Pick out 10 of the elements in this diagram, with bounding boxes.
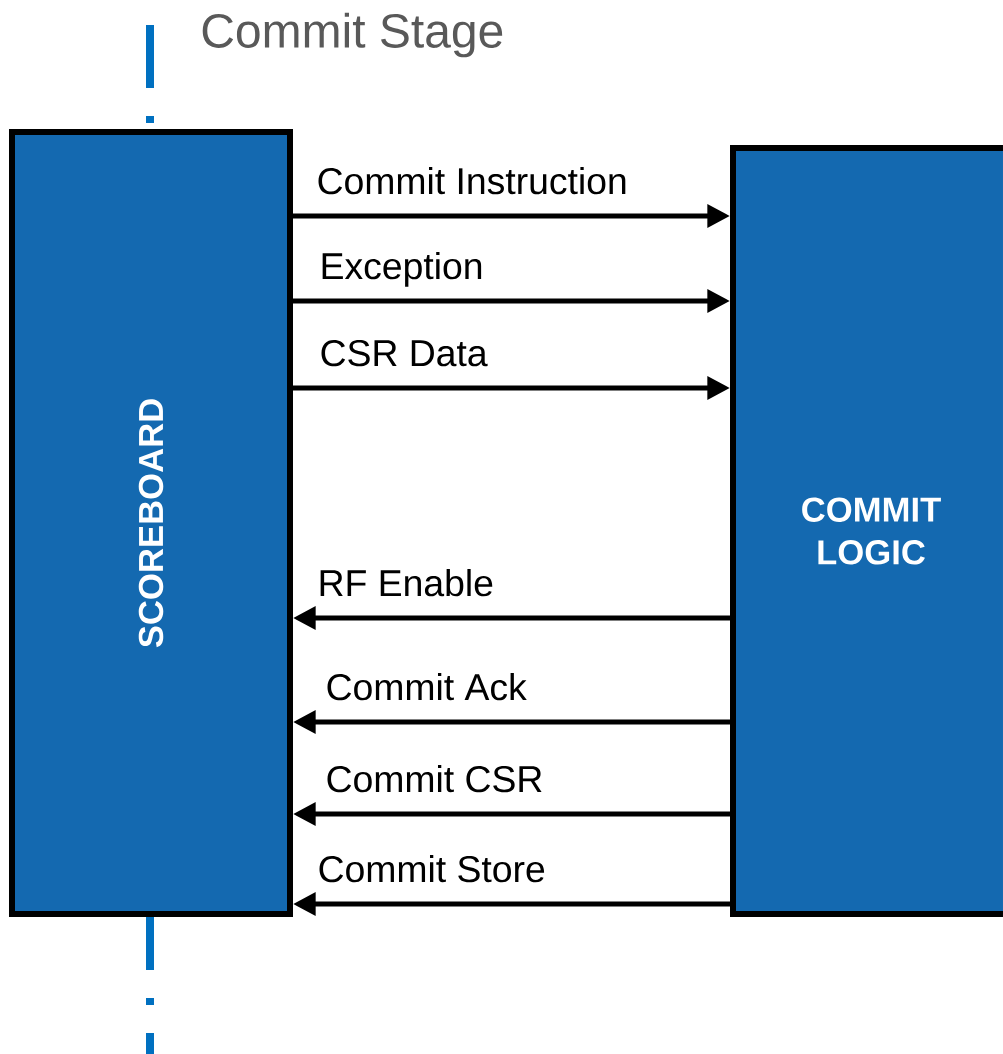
block-box: COMMIT LOGIC [730, 145, 1003, 917]
edge-label: Exception [318, 250, 485, 289]
edge-label: Commit CSR [324, 763, 545, 794]
edge-label: RF Enable [316, 567, 496, 598]
block-box: SCOREBOARD [9, 129, 293, 917]
edge-label: Commit Instruction [315, 165, 630, 196]
title: Commit Stage [202, 12, 503, 58]
edge-label: Commit Ack [324, 671, 529, 702]
edge-label: Commit Store [316, 853, 548, 884]
edge-label: CSR Data [318, 338, 489, 368]
